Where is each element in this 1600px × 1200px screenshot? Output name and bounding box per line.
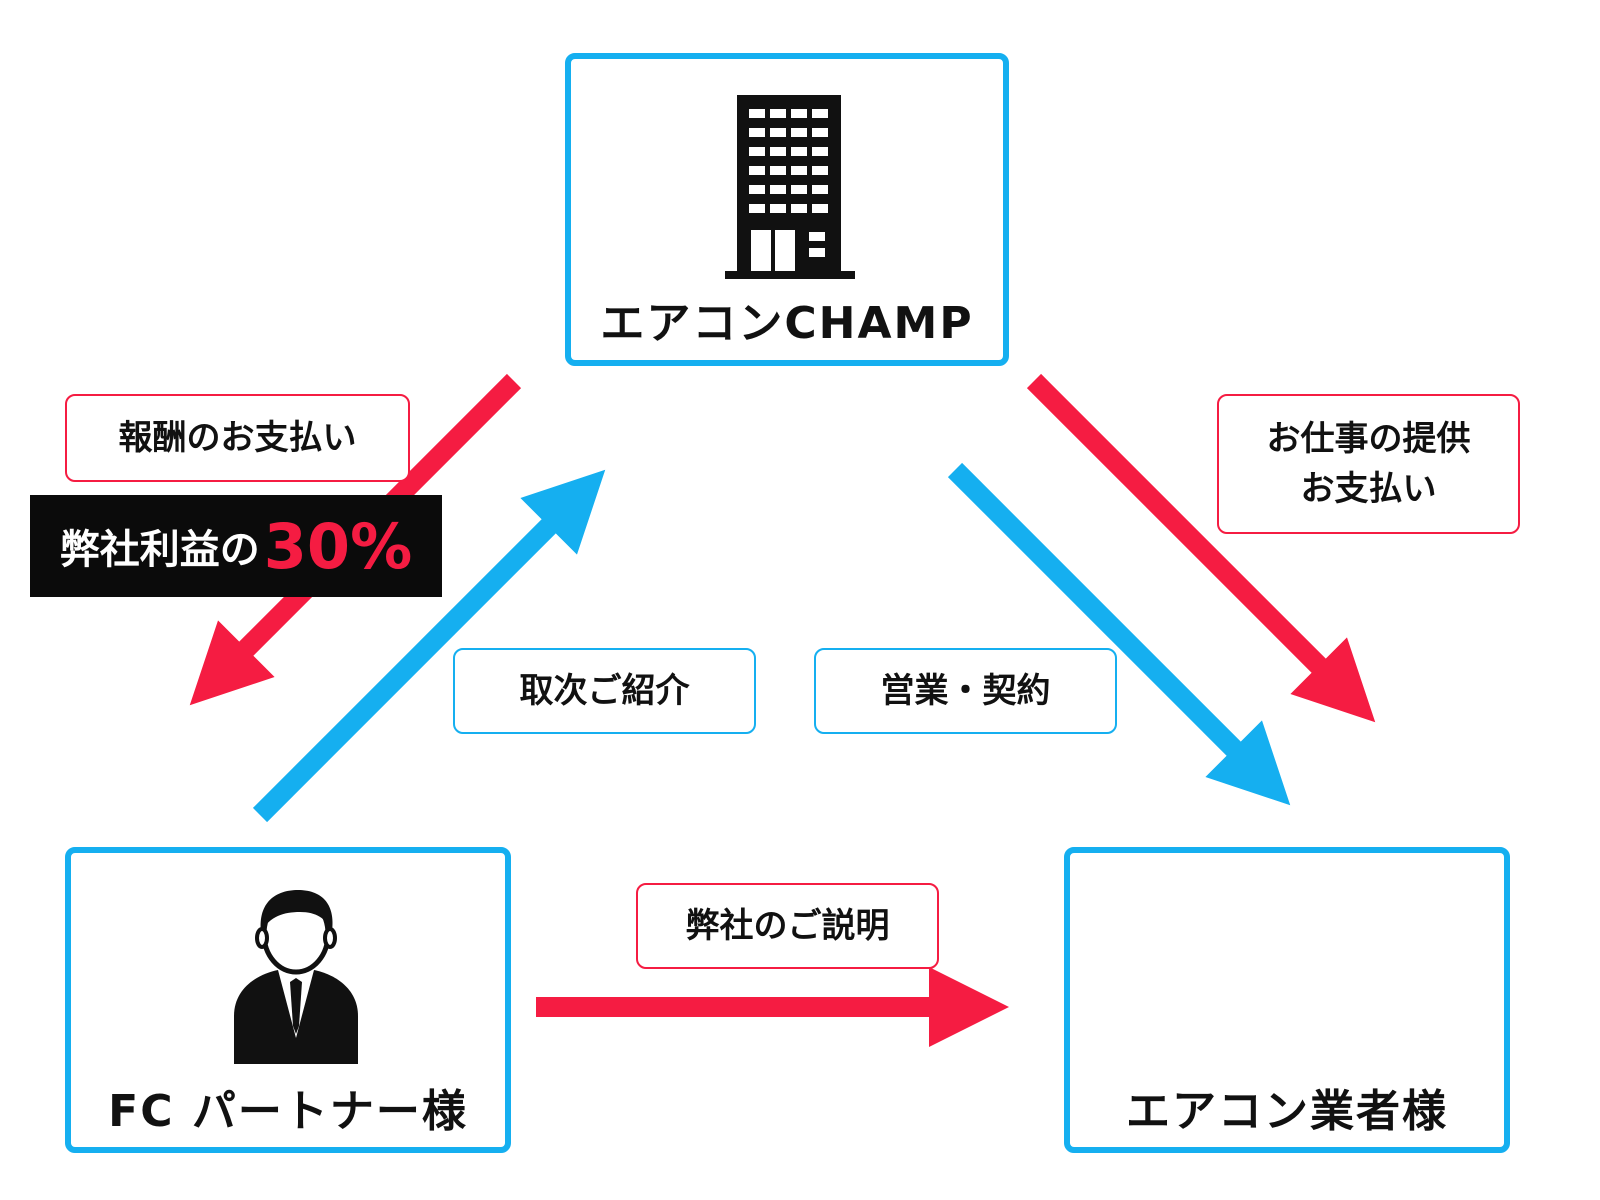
node-aircon-champ: エアコンCHAMP	[565, 53, 1009, 366]
profit-share-text: 弊社利益の	[59, 527, 260, 573]
profit-share-badge: 弊社利益の 30%	[30, 495, 442, 597]
tag-sales-contract: 営業・契約	[814, 648, 1117, 734]
arrow-champ-to-contractor-red	[1026, 373, 1376, 723]
tag-referral: 取次ご紹介	[453, 648, 756, 734]
office-building-icon	[725, 95, 855, 279]
arrow-champ-to-contractor-blue	[947, 462, 1291, 806]
tag-reward-payment: 報酬のお支払い	[65, 394, 410, 482]
tag-work-offer-payment: お仕事の提供 お支払い	[1217, 394, 1520, 534]
arrow-partner-to-champ	[252, 469, 606, 823]
businessman-icon	[234, 890, 358, 1064]
profit-share-percent: 30%	[263, 509, 413, 583]
tag-work-offer-line2: お支払い	[1300, 469, 1437, 509]
node-label-contractor: エアコン業者様	[1126, 1086, 1448, 1137]
node-label-partner: FC パートナー様	[108, 1086, 468, 1137]
node-fc-partner: FC パートナー様	[65, 847, 511, 1153]
node-aircon-contractor: エアコン業者様	[1064, 847, 1510, 1153]
tag-company-explanation: 弊社のご説明	[636, 883, 939, 969]
tag-work-offer-line1: お仕事の提供	[1266, 419, 1471, 459]
node-label-champ: エアコンCHAMP	[600, 298, 974, 349]
